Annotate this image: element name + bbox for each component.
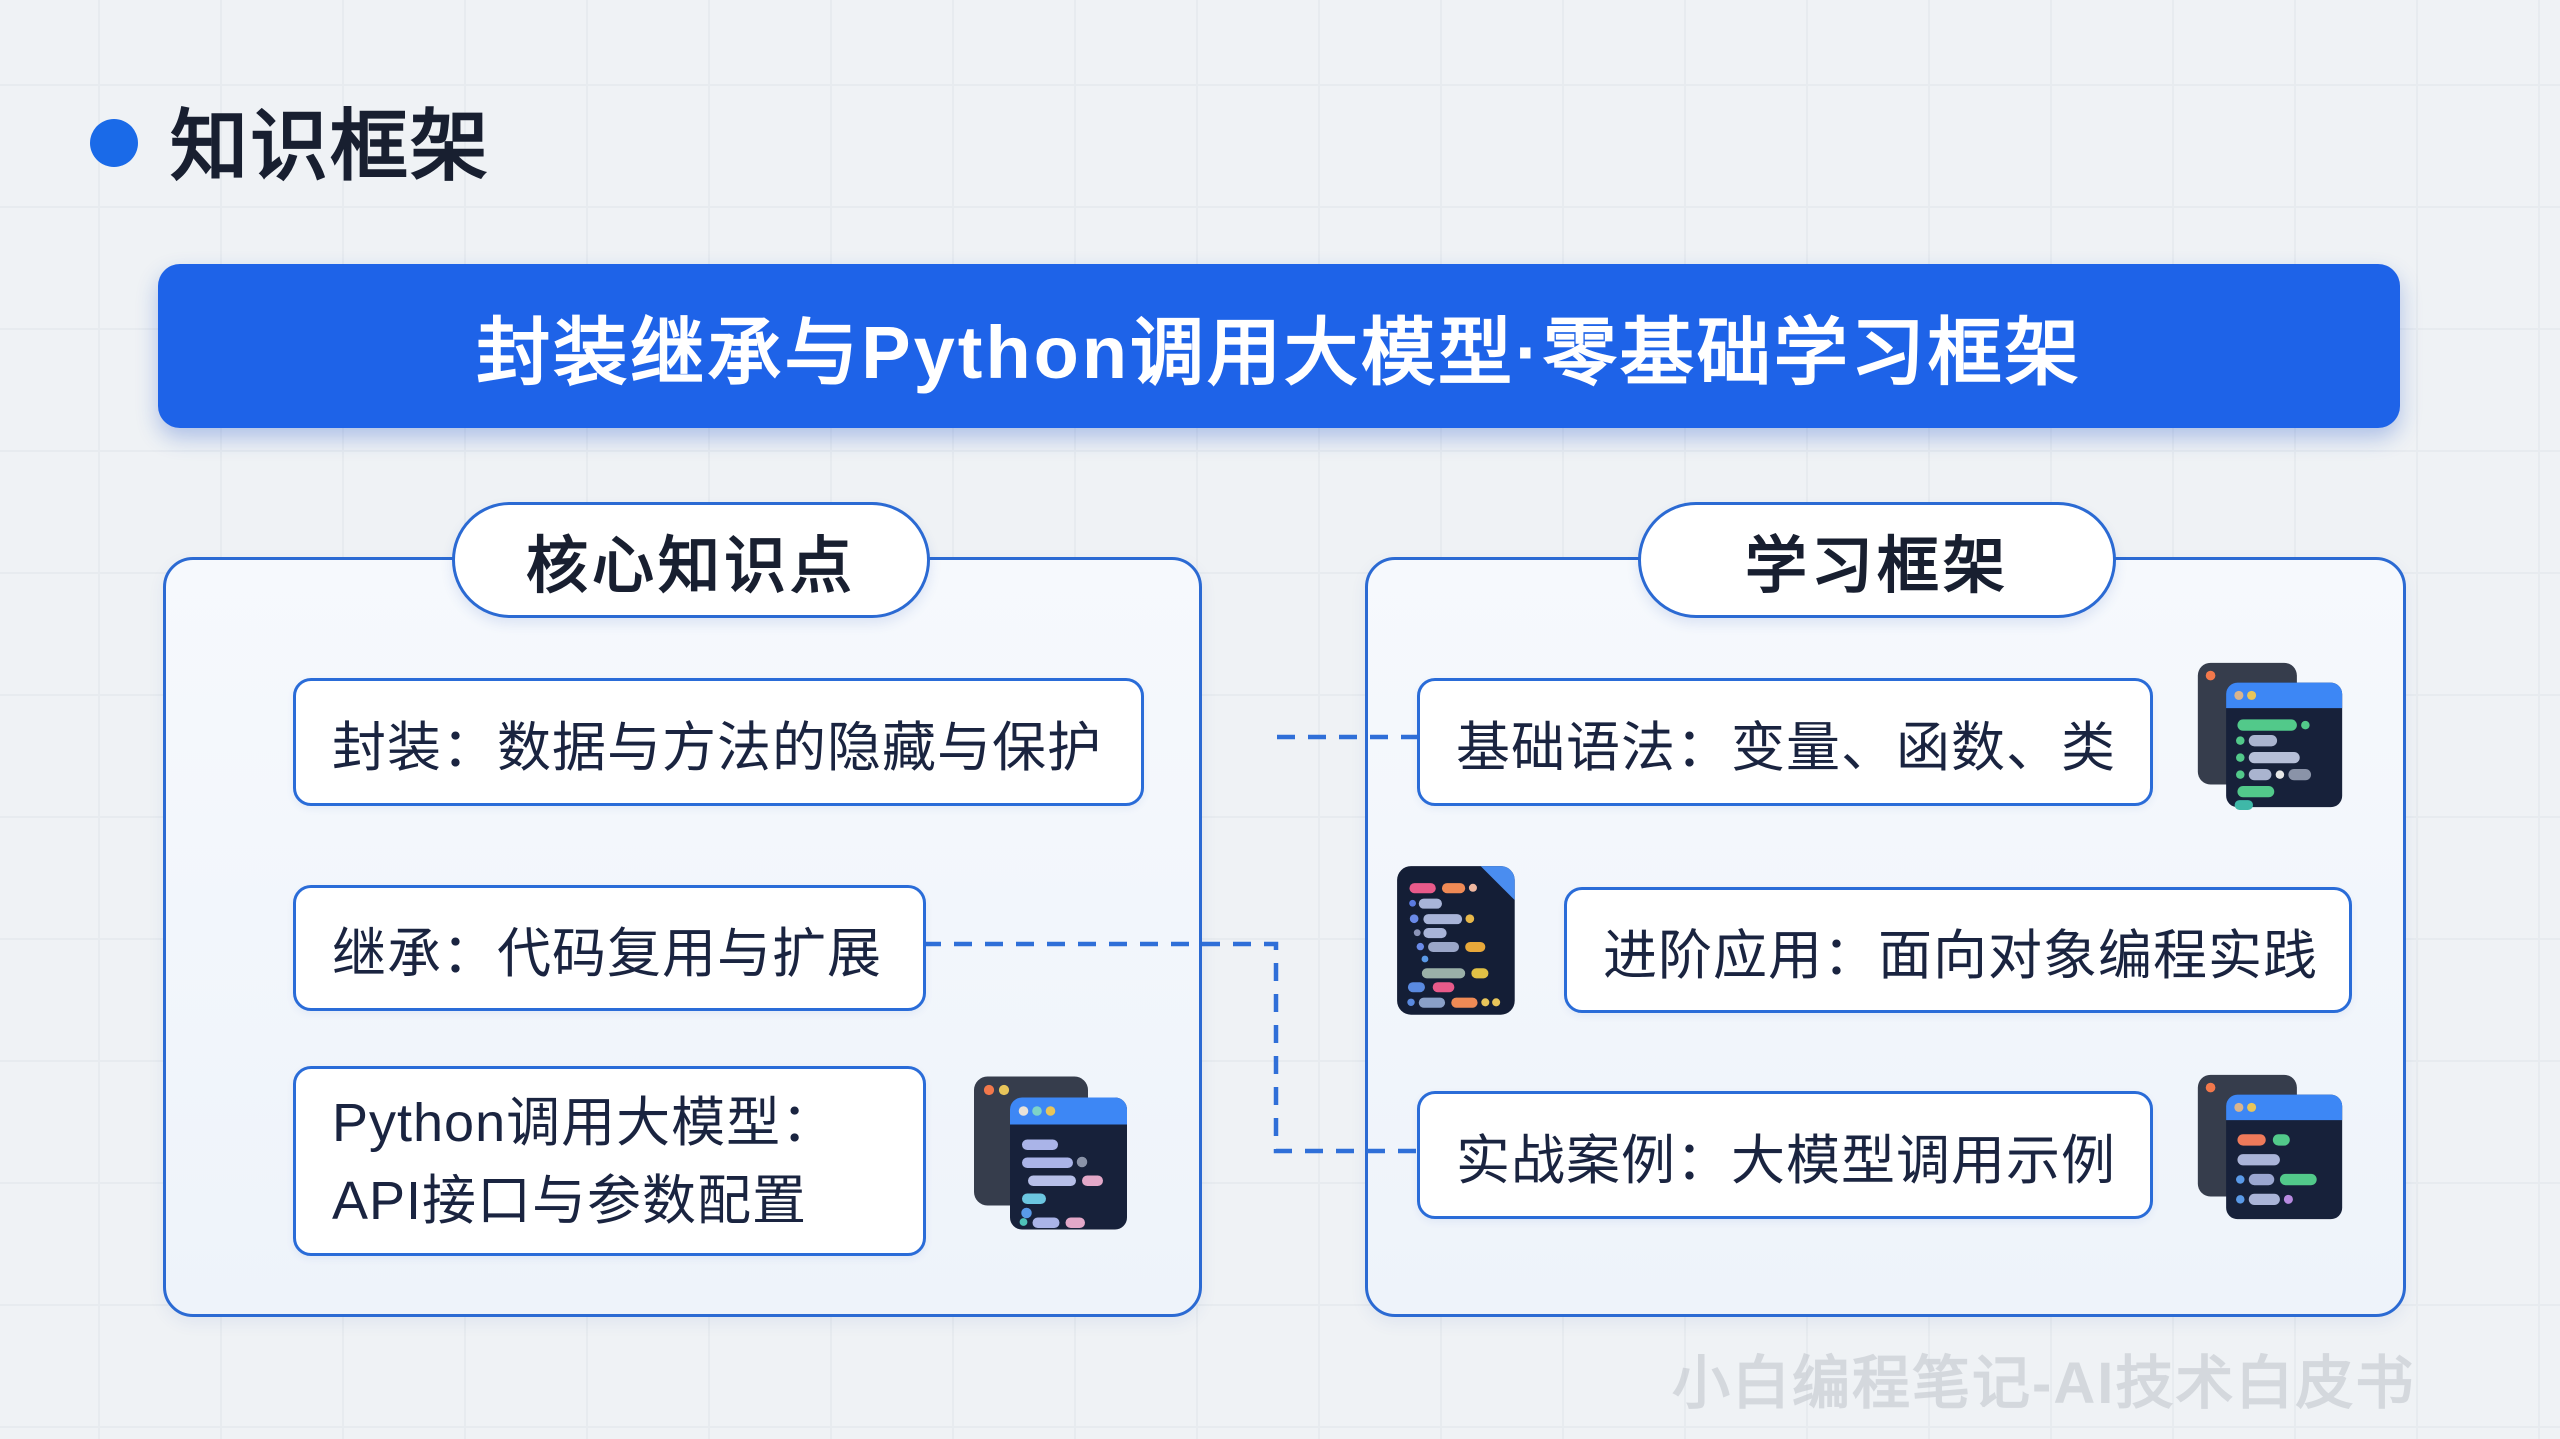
watermark-text: 小白编程笔记-AI技术白皮书 bbox=[1672, 1351, 2416, 1416]
core-knowledge-header-label: 核心知识点 bbox=[525, 532, 856, 601]
encapsulation-label: 封装：数据与方法的隐藏与保护 bbox=[332, 717, 1102, 778]
python-llm-line2: API接口与参数配置 bbox=[332, 1171, 808, 1231]
inheritance-label: 继承：代码复用与扩展 bbox=[332, 923, 882, 984]
slide-header: 知识框架 bbox=[90, 84, 490, 196]
bullet-dot-icon bbox=[90, 119, 138, 167]
banner: 封装继承与Python调用大模型·零基础学习框架 bbox=[158, 264, 2400, 428]
python-llm-label: Python调用大模型： API接口与参数配置 bbox=[296, 1082, 836, 1240]
advanced-application-box: 进阶应用：面向对象编程实践 bbox=[1564, 887, 2352, 1013]
advanced-application-label: 进阶应用：面向对象编程实践 bbox=[1603, 925, 2318, 986]
basic-syntax-box: 基础语法：变量、函数、类 bbox=[1417, 678, 2153, 806]
core-knowledge-header-pill: 核心知识点 bbox=[452, 502, 930, 618]
inheritance-box: 继承：代码复用与扩展 bbox=[293, 885, 926, 1011]
code-window-icon bbox=[2197, 1074, 2343, 1220]
code-window-icon bbox=[2197, 662, 2343, 810]
banner-title: 封装继承与Python调用大模型·零基础学习框架 bbox=[476, 310, 2082, 394]
code-window-icon bbox=[974, 1076, 1127, 1230]
learning-framework-header-pill: 学习框架 bbox=[1638, 502, 2116, 618]
practical-case-box: 实战案例：大模型调用示例 bbox=[1417, 1091, 2153, 1219]
encapsulation-box: 封装：数据与方法的隐藏与保护 bbox=[293, 678, 1144, 806]
basic-syntax-label: 基础语法：变量、函数、类 bbox=[1456, 717, 2116, 778]
python-llm-line1: Python调用大模型： bbox=[332, 1093, 837, 1153]
practical-case-label: 实战案例：大模型调用示例 bbox=[1456, 1130, 2116, 1191]
page-title: 知识框架 bbox=[170, 102, 491, 190]
learning-framework-header-label: 学习框架 bbox=[1744, 532, 2009, 601]
code-file-icon bbox=[1397, 866, 1515, 1015]
python-llm-box: Python调用大模型： API接口与参数配置 bbox=[293, 1066, 926, 1256]
